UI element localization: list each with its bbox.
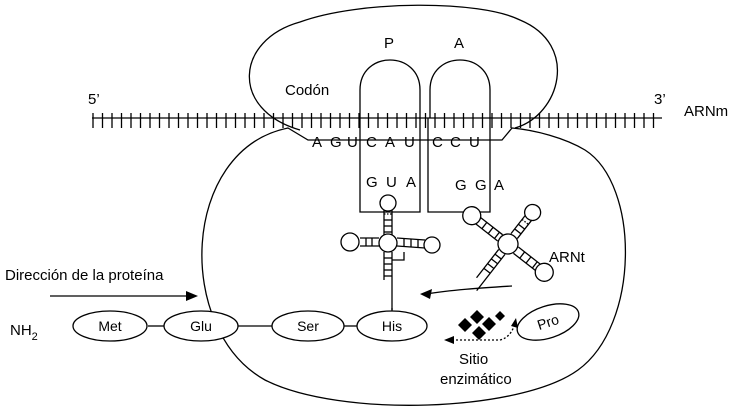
a-site-label: A bbox=[454, 35, 464, 52]
a-site-trna bbox=[462, 203, 554, 291]
p-site-label: P bbox=[384, 35, 394, 52]
ribosome-large-subunit bbox=[248, 4, 559, 131]
mrna-base-6: U bbox=[404, 134, 415, 151]
mrna-base-9: U bbox=[469, 134, 480, 151]
amino-acid-met-label: Met bbox=[98, 318, 121, 334]
peptide-chain: Met Glu Ser His Pro bbox=[72, 303, 580, 342]
p-trna-box bbox=[359, 118, 421, 213]
amino-acid-pro bbox=[516, 303, 580, 341]
direction-label: Dirección de la proteína bbox=[5, 267, 164, 284]
mrna-base-1: A bbox=[312, 134, 322, 151]
mrna-base-3: U bbox=[347, 134, 358, 151]
anticodon-a-2: G bbox=[475, 177, 487, 194]
anticodon-p-1: G bbox=[366, 174, 378, 191]
transfer-arrow bbox=[420, 285, 513, 299]
p-site-loop bbox=[359, 59, 421, 118]
a-site-loop bbox=[429, 59, 491, 118]
nh2-label: NH2 bbox=[10, 322, 38, 343]
direction-arrow bbox=[50, 291, 198, 301]
amino-acid-his-label: His bbox=[382, 318, 402, 334]
anticodon-p-3: A bbox=[406, 174, 416, 191]
anticodon-a-3: A bbox=[494, 177, 504, 194]
three-prime-label: 3’ bbox=[654, 91, 666, 108]
p-site-trna bbox=[340, 194, 441, 310]
mrna-strand bbox=[92, 113, 662, 128]
anticodon-a-1: G bbox=[455, 177, 467, 194]
amino-acid-pro-label: Pro bbox=[535, 311, 561, 333]
mrna-base-2: G bbox=[330, 134, 342, 151]
mrna-base-7: C bbox=[432, 134, 443, 151]
codon-label: Codón bbox=[285, 82, 329, 99]
amino-acid-glu bbox=[163, 310, 239, 342]
amino-acid-met bbox=[72, 310, 148, 342]
mrna-base-5: A bbox=[385, 134, 395, 151]
enzymatic-site bbox=[444, 310, 518, 344]
enzymatic-label-line1: Sitio bbox=[459, 351, 488, 368]
mrna-label: ARNm bbox=[684, 103, 728, 120]
ribosome-small-subunit bbox=[201, 127, 627, 406]
amino-acid-ser-label: Ser bbox=[297, 318, 319, 334]
amino-acid-ser bbox=[271, 310, 345, 342]
a-trna-box bbox=[427, 118, 491, 213]
enzymatic-label-line2: enzimático bbox=[440, 371, 512, 388]
five-prime-label: 5’ bbox=[88, 91, 100, 108]
amino-acid-glu-label: Glu bbox=[190, 318, 212, 334]
mrna-base-4: C bbox=[366, 134, 377, 151]
mrna-base-8: C bbox=[450, 134, 461, 151]
anticodon-p-2: U bbox=[386, 174, 397, 191]
trna-label: ARNt bbox=[549, 249, 586, 266]
amino-acid-his bbox=[356, 310, 428, 342]
